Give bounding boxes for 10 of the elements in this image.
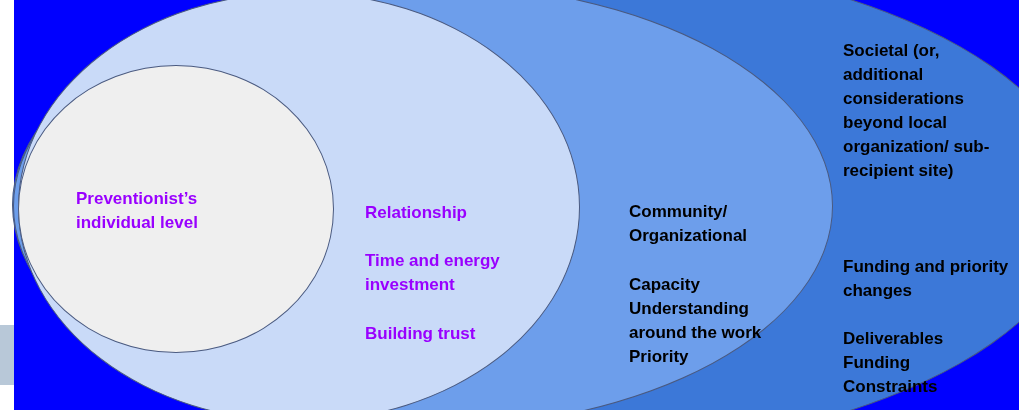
outer-ellipse bbox=[12, 0, 1019, 410]
ring-label: Building trust bbox=[365, 323, 477, 345]
ring-label: Relationship bbox=[365, 202, 468, 224]
ring-label: Community/ Organizational bbox=[629, 201, 749, 247]
ring-label: Societal (or, additional considerations beyond local organization/ sub-recipient site) bbox=[843, 40, 991, 182]
ring-label: Time and energy investment bbox=[365, 250, 501, 296]
ring-label: Capacity Understanding around the work Priority bbox=[629, 274, 763, 368]
middle-ellipse bbox=[13, 0, 833, 410]
ring-label: Preventionist’s individual level bbox=[76, 188, 199, 234]
ring-label: Funding and priority changes bbox=[843, 256, 1010, 302]
